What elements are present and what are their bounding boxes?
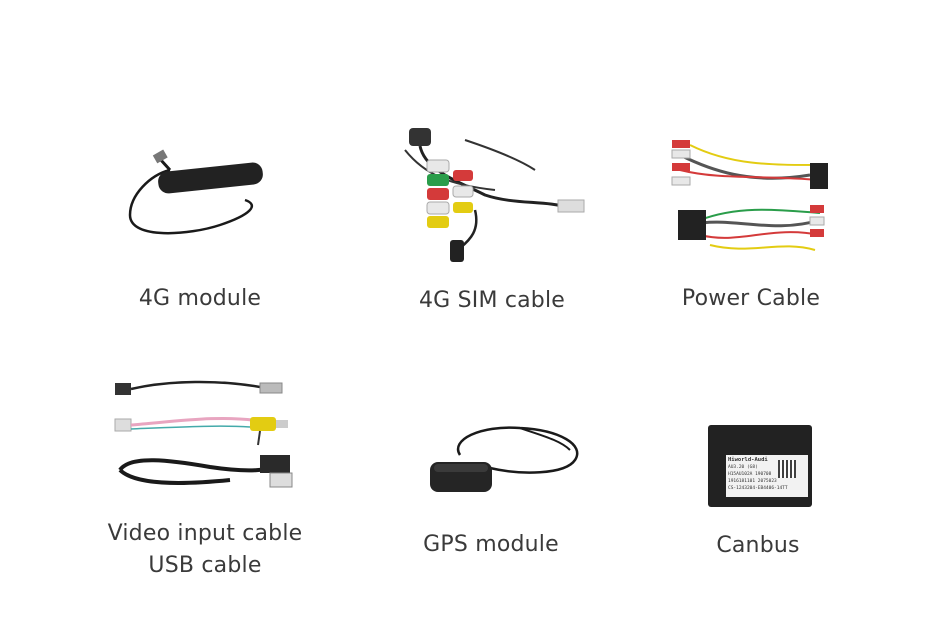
qr-code-icon: [778, 460, 796, 478]
canbus-sticker-line: AU3.20 (G8): [728, 465, 758, 470]
canbus-sticker-line: 1916181101 2075023: [728, 479, 777, 484]
power-harness-icon: [671, 140, 828, 251]
label-video-input-cable: Video input cable: [107, 521, 303, 546]
rca-harness-icon: [404, 128, 585, 262]
product-video-usb-cable: [110, 375, 300, 505]
video-usb-cables-icon: [114, 380, 293, 488]
label-4g-sim-cable: 4G SIM cable: [418, 288, 566, 313]
product-4g-module: [110, 135, 290, 255]
product-4g-sim-cable: [395, 120, 595, 270]
canbus-sticker-line: CS-1243204-EB4406-14TT: [728, 486, 788, 491]
canbus-sticker-line: Hiworld-Audi: [728, 457, 768, 463]
label-power-cable: Power Cable: [681, 286, 821, 311]
gps-antenna-icon: [430, 426, 579, 492]
label-gps-module: GPS module: [423, 532, 559, 557]
label-canbus: Canbus: [716, 533, 800, 558]
label-video-usb-cable: Video input cable USB cable: [95, 518, 315, 582]
product-power-cable: [670, 135, 840, 270]
product-gps-module: [420, 420, 590, 500]
product-canbus: Hiworld-Audi AU3.20 (G8) H15AU102A 19070…: [708, 425, 812, 507]
antenna-module-icon: [128, 149, 263, 235]
label-4g-module: 4G module: [138, 286, 262, 311]
canbus-sticker-line: H15AU102A 190708: [728, 472, 772, 477]
label-usb-cable: USB cable: [148, 553, 262, 578]
